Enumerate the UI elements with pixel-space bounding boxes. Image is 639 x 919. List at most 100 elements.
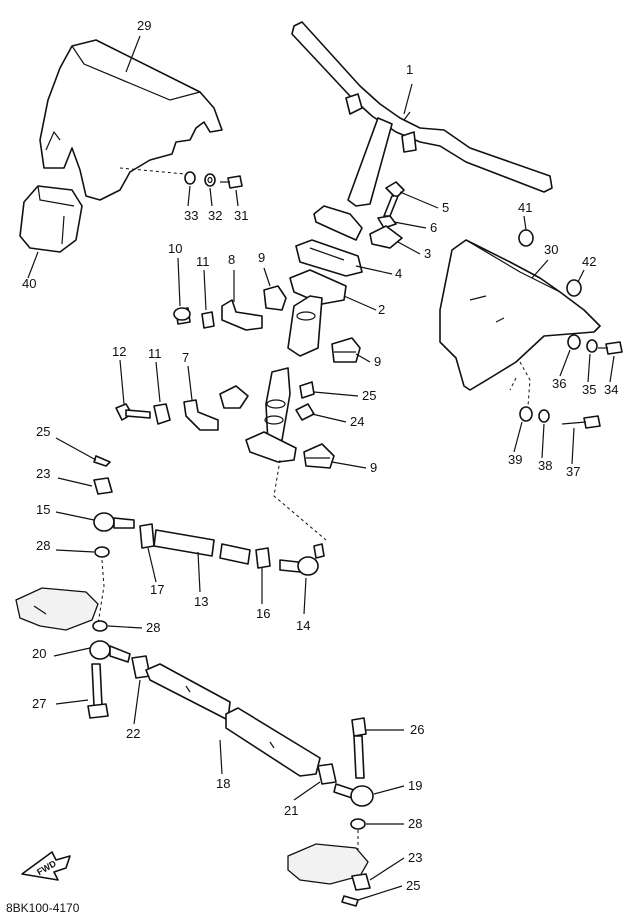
callout-28: 28 xyxy=(36,538,50,553)
leader-38 xyxy=(541,423,545,459)
part-40-pad xyxy=(19,185,83,253)
callout-6: 6 xyxy=(430,220,437,235)
callout-28: 28 xyxy=(408,816,422,831)
callout-3: 3 xyxy=(424,246,431,261)
callout-37: 37 xyxy=(566,464,580,479)
parts-8-10-11-upper xyxy=(173,285,287,331)
part-2-crown xyxy=(287,269,347,357)
callout-40: 40 xyxy=(22,276,36,291)
callout-25: 25 xyxy=(36,424,50,439)
part-25-cotter-upper xyxy=(93,455,111,467)
part-13-rod xyxy=(153,529,215,557)
leader-28 xyxy=(55,549,95,553)
leader-3 xyxy=(397,241,421,255)
part-4-holder xyxy=(295,239,363,277)
leader-11 xyxy=(203,269,207,311)
leader-32 xyxy=(209,187,213,207)
leader-9 xyxy=(263,267,271,287)
leader-30 xyxy=(531,259,549,279)
parts-37-38-39 xyxy=(519,406,601,429)
callout-11: 11 xyxy=(148,346,162,361)
callout-35: 35 xyxy=(582,382,596,397)
leader-7 xyxy=(187,365,193,401)
callout-39: 39 xyxy=(508,452,522,467)
leader-23 xyxy=(369,857,405,881)
drawing-code: 8BK100-4170 xyxy=(6,901,80,915)
callout-32: 32 xyxy=(208,208,222,223)
callout-2: 2 xyxy=(378,302,385,317)
part-20-joint xyxy=(89,640,131,663)
leader-11 xyxy=(155,361,161,403)
leader-35 xyxy=(587,353,591,383)
leader-13 xyxy=(197,551,201,593)
leader-37 xyxy=(571,427,575,465)
leader-41 xyxy=(523,215,527,231)
leader-34 xyxy=(609,355,615,383)
leader-9 xyxy=(331,461,367,469)
callout-41: 41 xyxy=(518,200,532,215)
callout-20: 20 xyxy=(32,646,46,661)
callout-12: 12 xyxy=(112,344,126,359)
callout-26: 26 xyxy=(410,722,424,737)
callout-8: 8 xyxy=(228,252,235,267)
part-14-end xyxy=(279,543,325,576)
part-28-washer-mid xyxy=(92,620,108,632)
leader-21 xyxy=(293,781,321,801)
leader-22 xyxy=(133,679,141,725)
part-30-cover xyxy=(439,239,601,407)
callout-23: 23 xyxy=(408,850,422,865)
part-25-cotter-lower xyxy=(341,895,359,907)
part-21-nut xyxy=(317,763,337,785)
part-17-nut xyxy=(139,523,155,549)
callout-34: 34 xyxy=(604,382,618,397)
part-19-joint xyxy=(333,783,374,807)
callout-17: 17 xyxy=(150,582,164,597)
part-28-washer-upper xyxy=(94,546,110,625)
callout-14: 14 xyxy=(296,618,310,633)
callout-31: 31 xyxy=(234,208,248,223)
part-27-bolt xyxy=(87,663,109,719)
leader-31 xyxy=(235,189,239,207)
callout-36: 36 xyxy=(552,376,566,391)
callout-28: 28 xyxy=(146,620,160,635)
leader-23 xyxy=(57,477,93,487)
leader-25 xyxy=(313,391,359,397)
leader-28 xyxy=(107,625,143,629)
leader-4 xyxy=(355,265,393,275)
steering-column xyxy=(245,367,327,541)
rod-sleeve xyxy=(219,543,251,565)
leader-5 xyxy=(399,191,439,209)
callout-18: 18 xyxy=(216,776,230,791)
callout-16: 16 xyxy=(256,606,270,621)
leader-9 xyxy=(355,353,371,363)
callout-9: 9 xyxy=(374,354,381,369)
part-26-bolt xyxy=(351,717,367,779)
parts-41-42 xyxy=(518,229,582,297)
part-29-cover xyxy=(39,39,223,201)
arm-bracket-upper xyxy=(15,587,99,631)
callout-33: 33 xyxy=(184,208,198,223)
callout-5: 5 xyxy=(442,200,449,215)
leader-6 xyxy=(393,221,427,229)
leader-25 xyxy=(357,885,403,901)
parts-12-11-7 xyxy=(115,399,219,431)
part-16-nut xyxy=(255,547,271,569)
part-15-joint xyxy=(93,512,135,532)
hardware-31-33 xyxy=(184,171,243,189)
callout-22: 22 xyxy=(126,726,140,741)
part-1-handlebar xyxy=(291,21,553,241)
parts-9-bushings xyxy=(219,337,361,469)
part-18-rod xyxy=(145,663,321,777)
callout-9: 9 xyxy=(370,460,377,475)
callout-24: 24 xyxy=(350,414,364,429)
leader-27 xyxy=(55,699,89,705)
callout-10: 10 xyxy=(168,241,182,256)
parts-34-35-36 xyxy=(567,334,623,355)
callout-4: 4 xyxy=(395,266,402,281)
leader-17 xyxy=(147,547,157,583)
callout-30: 30 xyxy=(544,242,558,257)
leader-42 xyxy=(577,269,585,283)
leader-39 xyxy=(513,421,523,453)
